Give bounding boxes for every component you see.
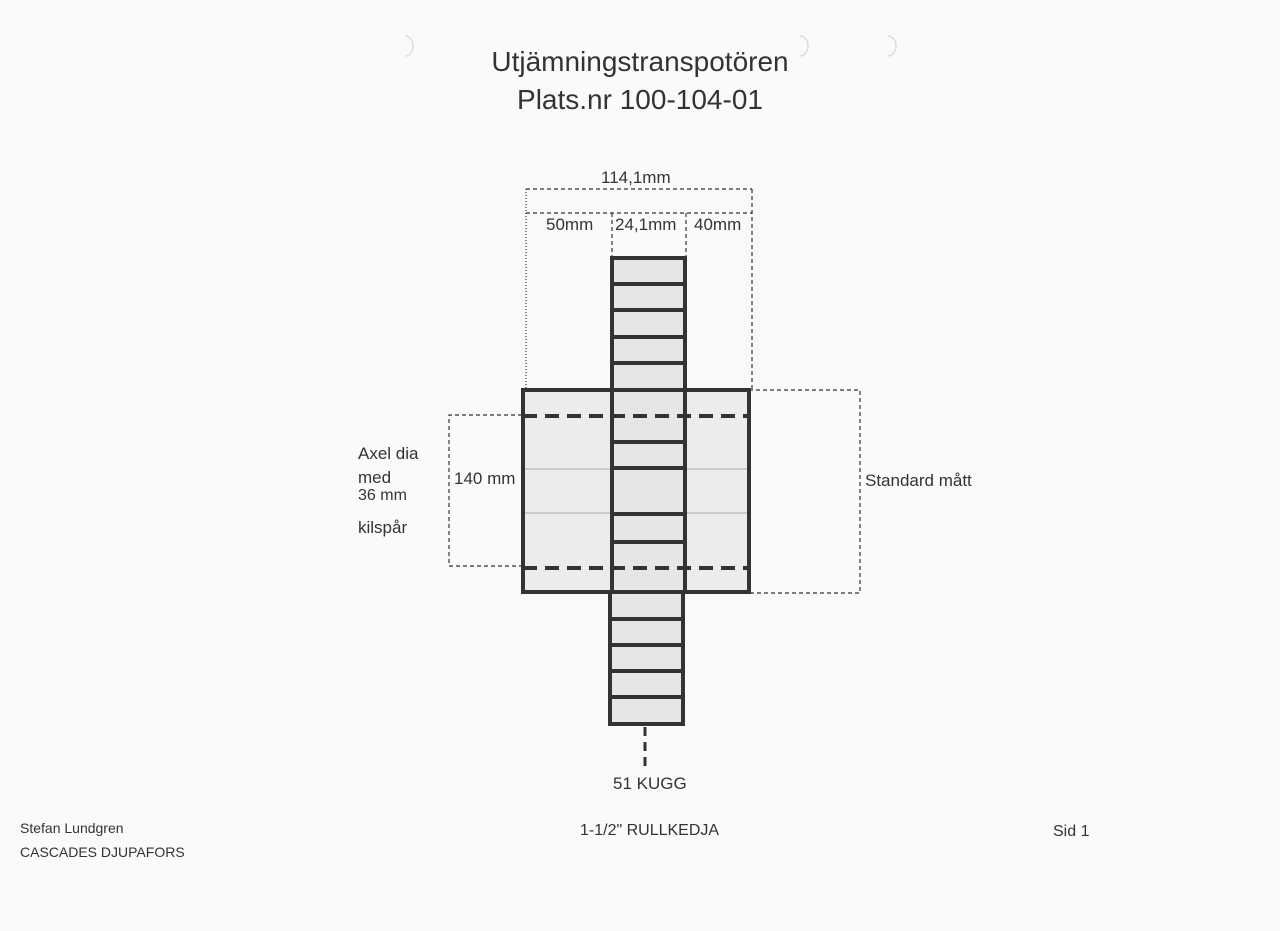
right-width-label: 40mm	[694, 215, 742, 234]
chain-width-label: 24,1mm	[615, 215, 677, 234]
location-number: Plats.nr 100-104-01	[517, 84, 763, 115]
teeth-label: 51 KUGG	[613, 774, 687, 793]
chain	[608, 256, 687, 726]
standard-label: Standard mått	[865, 471, 972, 490]
author: Stefan Lundgren	[20, 820, 124, 836]
chain-links	[610, 282, 685, 699]
bore-lines	[523, 414, 749, 570]
shaft-note-1: Axel dia	[358, 444, 419, 463]
chain-type: 1-1/2" RULLKEDJA	[580, 822, 720, 839]
company: CASCADES DJUPAFORS	[20, 844, 185, 860]
page-number: Sid 1	[1053, 823, 1090, 840]
punch-holes	[404, 35, 897, 57]
left-width-label: 50mm	[546, 215, 594, 234]
total-width-label: 114,1mm	[601, 168, 671, 187]
shaft-note-3: 36 mm	[358, 487, 407, 504]
drawing-title: Utjämningstranspotören	[491, 46, 789, 77]
shaft-note-2: med	[358, 468, 392, 487]
shaft-note-4: kilspår	[358, 518, 408, 537]
dimension-lines	[448, 188, 861, 594]
hub-inner-label: 140 mm	[454, 469, 516, 488]
